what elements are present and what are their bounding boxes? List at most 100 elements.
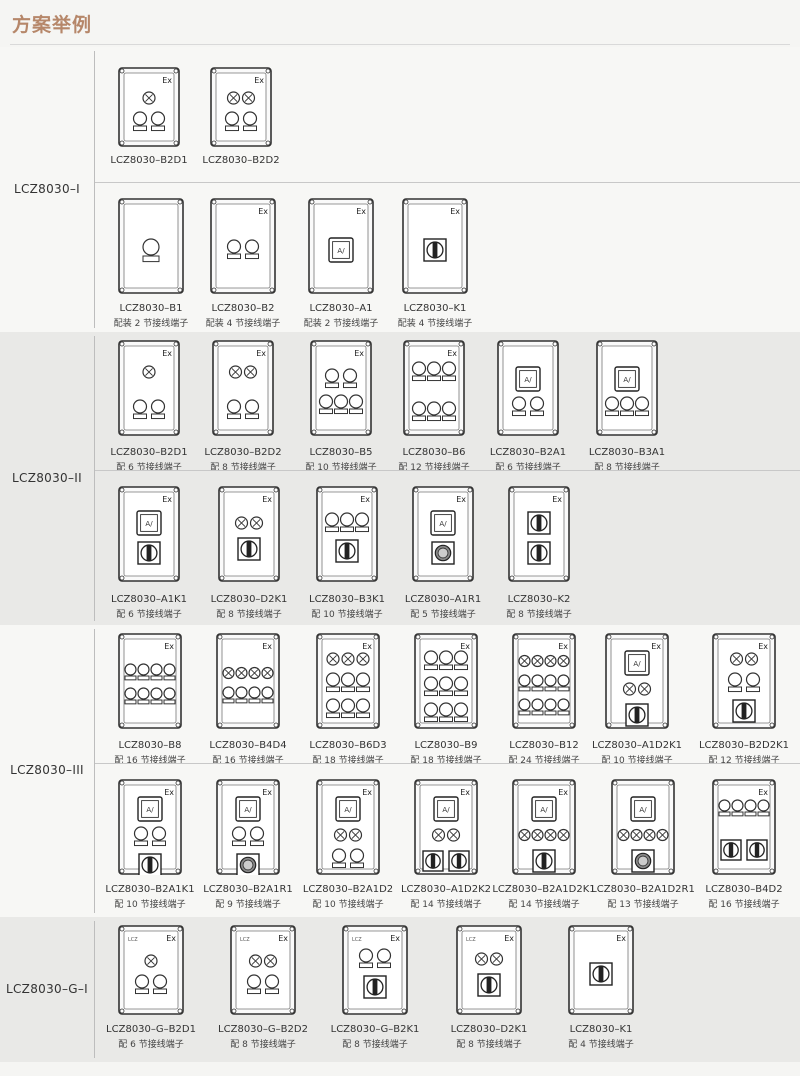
- button2-component: [132, 111, 166, 132]
- ex-mark: Ex: [164, 788, 174, 797]
- row-divider: [95, 763, 800, 764]
- enclosure-diagram: Ex: [218, 486, 280, 582]
- switch2-component: [422, 850, 470, 872]
- svg-text:A/: A/: [442, 806, 450, 814]
- lamp2-component: [234, 516, 264, 530]
- enclosure-diagram: Ex: [210, 67, 272, 147]
- terminal-note: 配 6 节接线端子: [116, 610, 182, 620]
- model-code: LCZ8030–B2A1R1: [203, 884, 293, 895]
- enclosure-diagram: Ex: [310, 340, 372, 436]
- button3-component: [325, 672, 371, 693]
- terminal-note: 配 16 节接线端子: [114, 756, 186, 766]
- button3-component: [411, 401, 457, 422]
- lamp2-component: [228, 365, 258, 379]
- enclosure-diagram: Ex: [118, 67, 180, 147]
- model-code: LCZ8030–G–B2D1: [106, 1024, 196, 1035]
- brand-logo: LCZ: [128, 937, 138, 943]
- ex-mark: Ex: [262, 495, 272, 504]
- ex-mark: Ex: [450, 207, 460, 216]
- model-code: LCZ8030–G–B2K1: [330, 1024, 420, 1035]
- section-divider: [94, 921, 95, 1058]
- ex-mark: Ex: [447, 349, 457, 358]
- ex-mark: Ex: [758, 642, 768, 651]
- button2-component: [727, 672, 761, 693]
- model-code: LCZ8030–A1D2K1: [591, 740, 683, 751]
- ex-mark: Ex: [162, 76, 172, 85]
- button2-component: [246, 974, 280, 995]
- model-code: LCZ8030–B5: [309, 447, 373, 458]
- terminal-note: 配装 2 节接线端子: [303, 319, 379, 329]
- ex-mark: Ex: [504, 934, 514, 943]
- button4-component: [124, 663, 176, 681]
- switch-component: [532, 849, 556, 873]
- terminal-note: 配 14 节接线端子: [508, 900, 580, 910]
- switch-component: [527, 511, 551, 535]
- brand-logo: LCZ: [240, 937, 250, 943]
- enclosure-diagram: Ex: [212, 340, 274, 436]
- lamp4-component: [518, 828, 570, 842]
- model-code: LCZ8030–B2D1: [110, 155, 188, 166]
- terminal-note: 配 10 节接线端子: [311, 610, 383, 620]
- ex-mark: Ex: [390, 934, 400, 943]
- terminal-note: 配 12 节接线端子: [398, 463, 470, 473]
- switch-component: [237, 537, 261, 561]
- model-code: LCZ8030–B4D4: [209, 740, 287, 751]
- ex-mark: Ex: [162, 349, 172, 358]
- ex-mark: Ex: [362, 788, 372, 797]
- terminal-note: 配 10 节接线端子: [305, 463, 377, 473]
- brand-logo: LCZ: [352, 937, 362, 943]
- svg-text:A/: A/: [633, 660, 641, 668]
- series-label: LCZ8030–III: [10, 763, 84, 777]
- lamp-component: [142, 365, 156, 379]
- terminal-note: 配 13 节接线端子: [607, 900, 679, 910]
- terminal-note: 配 8 节接线端子: [216, 610, 282, 620]
- model-code: LCZ8030–B9: [414, 740, 478, 751]
- terminal-note: 配 5 节接线端子: [410, 610, 476, 620]
- button2-component: [132, 399, 166, 420]
- model-code: LCZ8030–B2A1K1: [105, 884, 195, 895]
- terminal-note: 配 24 节接线端子: [508, 756, 580, 766]
- terminal-note: 配 8 节接线端子: [342, 1040, 408, 1050]
- meter-component: A/: [531, 796, 557, 822]
- terminal-note: 配 6 节接线端子: [118, 1040, 184, 1050]
- meter-component: A/: [614, 366, 640, 392]
- model-code: LCZ8030–B8: [118, 740, 182, 751]
- section-divider: [94, 51, 95, 328]
- svg-text:A/: A/: [344, 806, 352, 814]
- enclosure-diagram: Ex: [216, 633, 280, 729]
- svg-text:A/: A/: [524, 376, 532, 384]
- terminal-note: 配装 2 节接线端子: [113, 319, 189, 329]
- enclosure-diagram: Ex: [712, 779, 776, 875]
- terminal-note: 配 10 节接线端子: [114, 900, 186, 910]
- meter-component: A/: [335, 796, 361, 822]
- ex-mark: Ex: [558, 642, 568, 651]
- button2-component: [324, 368, 358, 389]
- switch-component: [335, 539, 359, 563]
- ex-mark: Ex: [360, 495, 370, 504]
- model-code: LCZ8030–B3A1: [588, 447, 666, 458]
- button4-component: [124, 687, 176, 705]
- model-code: LCZ8030–B3K1: [309, 594, 385, 605]
- page-title: 方案举例: [12, 14, 93, 36]
- button2-component: [331, 848, 365, 869]
- button3-component: [423, 702, 469, 723]
- enclosure-diagram: A/: [596, 340, 658, 436]
- lamp2-component: [729, 652, 759, 666]
- terminal-note: 配 8 节接线端子: [594, 463, 660, 473]
- ex-mark: Ex: [356, 207, 366, 216]
- terminal-note: 配 10 节接线端子: [601, 756, 673, 766]
- model-code: LCZ8030–A1D2K2: [400, 884, 492, 895]
- terminal-note: 配 4 节接线端子: [568, 1040, 634, 1050]
- lamp-component: [142, 91, 156, 105]
- button2-component: [226, 239, 260, 260]
- svg-text:A/: A/: [639, 806, 647, 814]
- terminal-note: 配 18 节接线端子: [410, 756, 482, 766]
- round-component: [431, 541, 455, 565]
